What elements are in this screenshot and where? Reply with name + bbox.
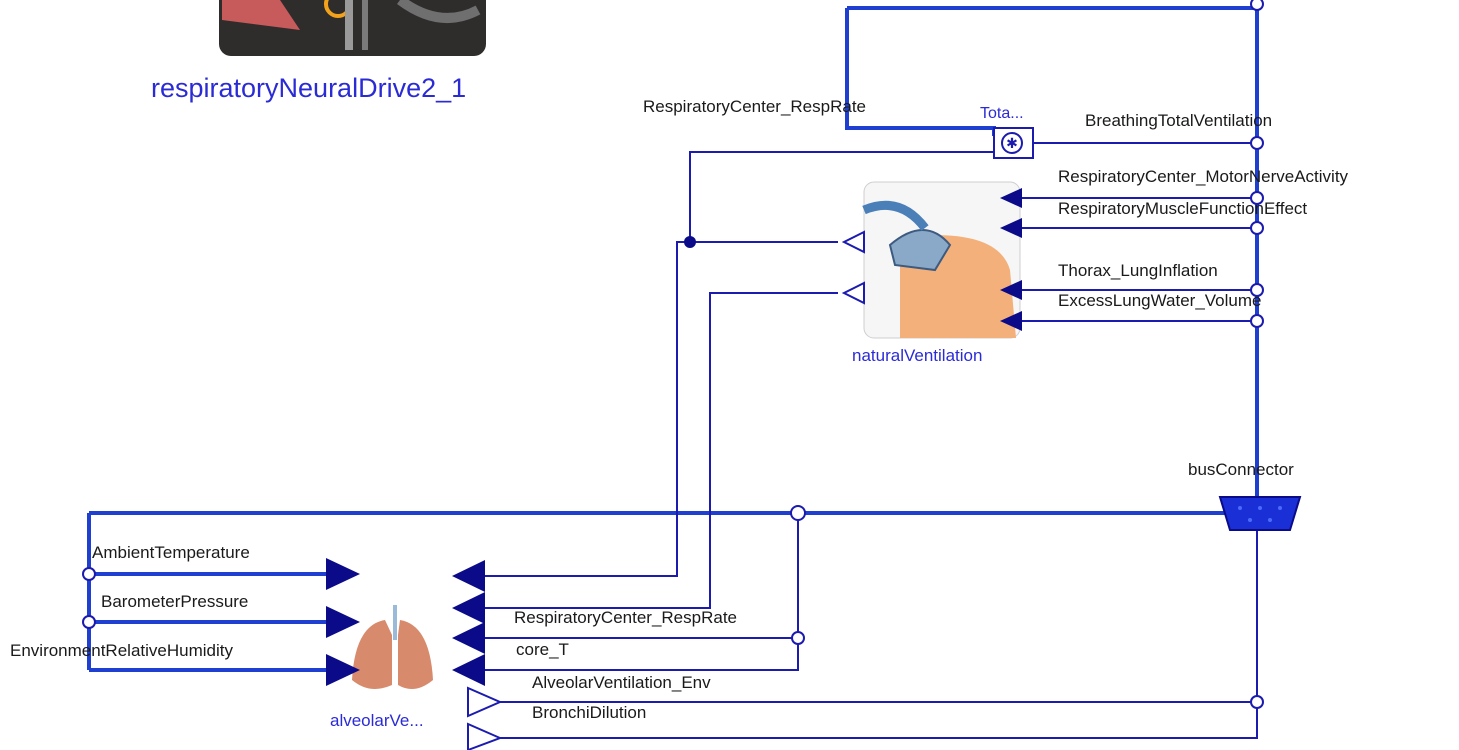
connection-points [82,0,1264,709]
port-resp-in-1 [452,560,485,592]
port-resp-in-4 [452,654,485,686]
label-bronchi: BronchiDilution [532,703,646,722]
neural-drive-icon [222,0,300,30]
alveolar-component[interactable] [352,605,433,689]
input-ports [326,188,1022,686]
lungs-icon [352,620,392,689]
port-ambient-temp [326,558,360,590]
bus-connector-label: busConnector [1188,460,1294,479]
label-core-t: core_T [516,640,569,659]
label-muscle-function: RespiratoryMuscleFunctionEffect [1058,199,1307,218]
label-bottom-resp-rate: RespiratoryCenter_RespRate [514,608,737,627]
bus-connector-icon [1218,496,1302,531]
core-t-wire [455,513,799,671]
natural-ventilation-component[interactable] [862,181,1021,339]
neural-drive-label: respiratoryNeuralDrive2_1 [151,73,466,103]
label-motor-nerve: RespiratoryCenter_MotorNerveActivity [1058,167,1349,186]
output-ports [467,230,865,750]
total-block[interactable]: ✱ [993,127,1034,159]
ventilation-out-wire-2 [455,292,838,609]
port-resp-in-3 [452,622,485,654]
neural-drive-component[interactable] [219,0,486,56]
label-ambient-temp: AmbientTemperature [92,543,250,562]
bus-connector[interactable] [1218,496,1302,531]
port-thorax [1000,280,1022,300]
top-resp-rate-wire [845,8,996,136]
port-motor-nerve [1000,188,1022,208]
label-top-resp-rate: RespiratoryCenter_RespRate [643,97,866,116]
port-resp-in-2 [452,592,485,624]
label-humidity: EnvironmentRelativeHumidity [10,641,233,660]
ventilation-out-wire-1 [455,241,838,577]
label-breathing-total: BreathingTotalVentilation [1085,111,1272,130]
label-lung-water: ExcessLungWater_Volume [1058,291,1261,310]
port-muscle [1000,218,1022,238]
signal-wires [455,142,1258,739]
bronchi-wire [495,513,1258,739]
label-barometer: BarometerPressure [101,592,248,611]
natural-ventilation-label: naturalVentilation [852,346,982,365]
label-alveolar-env: AlveolarVentilation_Env [532,673,711,692]
port-alveolar-env [467,686,503,718]
port-bronchi [467,722,503,750]
port-barometer [326,606,360,638]
total-block-label: Tota... [980,105,1024,122]
port-vent-out-1 [841,230,865,254]
port-vent-out-2 [841,281,865,305]
port-lung-water [1000,311,1022,331]
branch-dot [684,236,696,248]
multiply-icon: ✱ [1006,135,1018,151]
alveolar-label: alveolarVe... [330,711,424,730]
label-thorax: Thorax_LungInflation [1058,261,1218,280]
port-humidity [326,654,360,686]
resp-rate-branch [689,151,994,242]
